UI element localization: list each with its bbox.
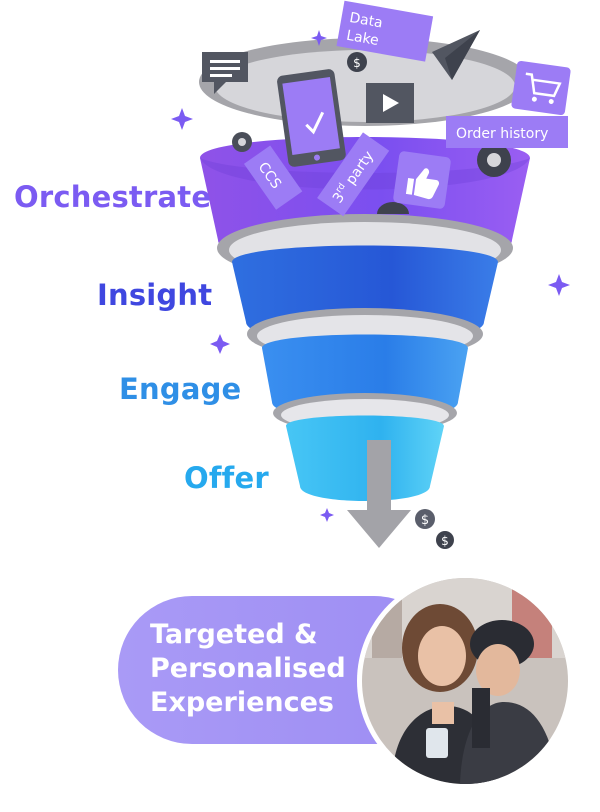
outcome-line-2: Personalised — [150, 653, 346, 684]
outcome-line-1: Targeted & — [150, 619, 318, 650]
sparkle-icon — [210, 334, 230, 354]
stage-label-engage: Engage — [119, 372, 242, 406]
video-play-icon — [366, 83, 414, 123]
stage-label-orchestrate: Orchestrate — [14, 180, 212, 214]
paper-plane-icon — [432, 30, 480, 80]
gear-icon — [232, 132, 252, 152]
svg-text:$: $ — [441, 534, 449, 548]
customers-photo — [362, 578, 568, 784]
smartphone-check-icon — [277, 69, 346, 167]
dollar-coin-icon: $ — [347, 52, 367, 72]
data-lake-label-line2: Lake — [345, 28, 380, 49]
dollar-coin-icon: $ — [436, 531, 454, 549]
data-lake-card: Data Lake — [336, 0, 434, 62]
sparkle-icon — [311, 30, 327, 46]
outcome-text: Targeted & Personalised Experiences — [150, 618, 380, 720]
gear-icon — [477, 143, 511, 177]
svg-text:$: $ — [421, 513, 429, 528]
sparkle-icon — [171, 108, 193, 130]
shopping-cart-icon — [511, 60, 571, 116]
data-lake-label-line1: Data — [348, 10, 384, 32]
funnel-band-offer — [286, 415, 444, 501]
chat-bubble-icon — [202, 52, 248, 94]
svg-text:$: $ — [353, 56, 361, 70]
order-history-label: Order history — [456, 126, 548, 142]
thumbs-up-icon — [393, 151, 451, 209]
stage-label-insight: Insight — [97, 278, 213, 312]
sparkle-icon — [548, 274, 570, 296]
dollar-coin-icon: $ — [415, 509, 435, 529]
gear-icon — [377, 202, 409, 214]
down-arrow-icon — [347, 440, 411, 548]
stage-label-offer: Offer — [184, 461, 269, 495]
order-history-card: Order history — [446, 116, 568, 148]
outcome-line-3: Experiences — [150, 687, 334, 718]
sparkle-icon — [320, 508, 334, 522]
